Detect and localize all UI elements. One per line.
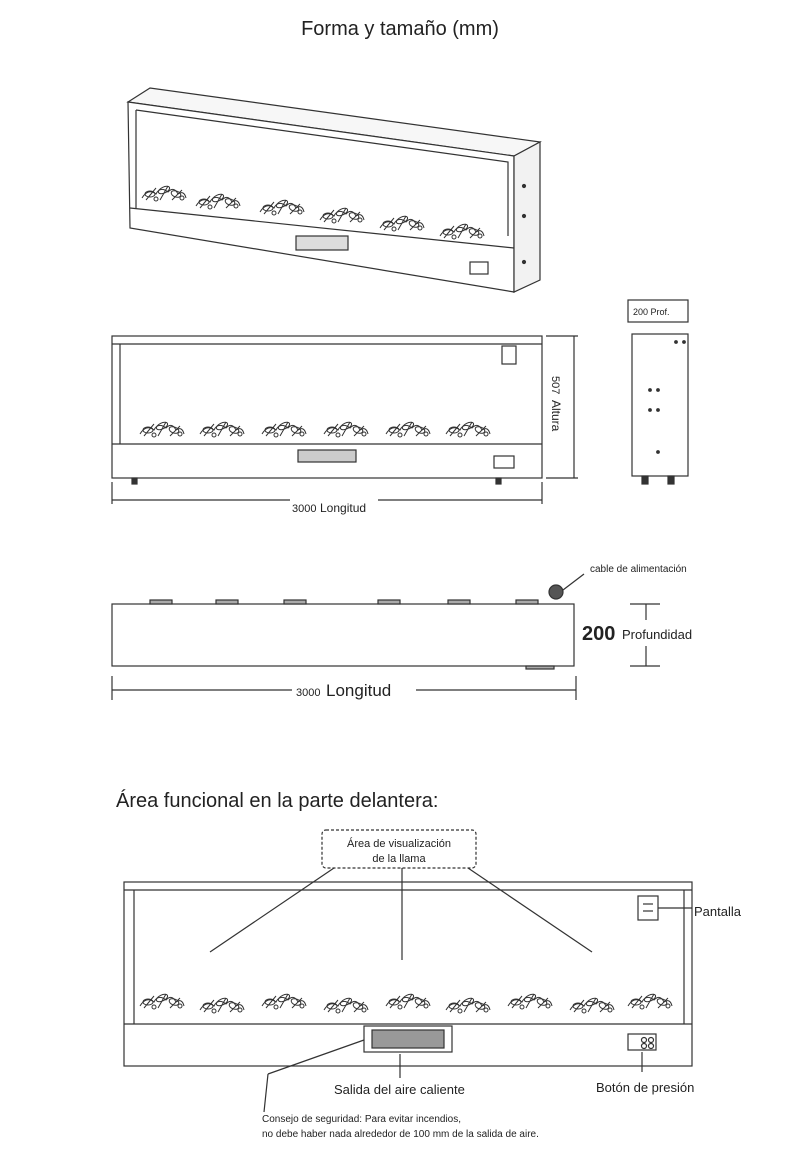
page-title: Forma y tamaño (mm) [301,18,499,40]
front-vent [297,449,357,463]
front-view [111,335,578,504]
flame-area-line2: de la llama [372,853,426,865]
hot-air-grille [371,1029,445,1049]
perspective-vent [295,235,349,251]
cable-label: cable de alimentación [590,564,687,575]
perspective-view [126,87,542,293]
front-button [493,455,515,469]
front-length-value: 3000 [292,503,316,515]
flame-area-box [321,829,477,869]
top-depth-word: Profundidad [622,627,692,642]
top-length-value: 3000 [296,687,320,699]
front-height-value: 507 [549,376,561,394]
screen-label: Pantalla [694,904,742,919]
safety-line1: Consejo de seguridad: Para evitar incend… [262,1114,461,1125]
functional-section-title: Área funcional en la parte delantera: [116,790,439,812]
power-cable [548,584,564,600]
push-button [627,1033,657,1051]
front-height-word: Altura [549,400,563,432]
hot-air-outlet [363,1025,453,1053]
front-length-word: Longitud [320,501,366,515]
perspective-control [469,261,489,275]
safety-line2: no debe haber nada alrededor de 100 mm d… [262,1129,539,1140]
top-length-word: Longitud [326,681,391,700]
button-label: Botón de presión [596,1080,694,1095]
hot-air-label: Salida del aire caliente [334,1082,465,1097]
top-depth-value: 200 [582,623,615,645]
top-view [111,573,660,700]
side-depth-label: 200 Prof. [633,307,670,317]
side-view [627,299,689,485]
front-screen [501,345,517,365]
flame-area-line1: Área de visualización [347,837,451,850]
functional-view [123,829,693,1113]
